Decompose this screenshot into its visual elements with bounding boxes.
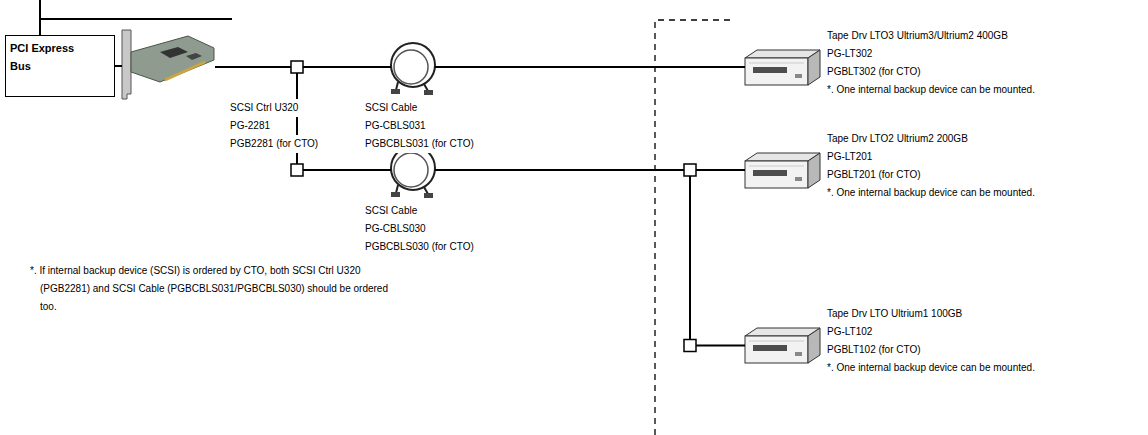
scsi-cable-illustration: [391, 43, 435, 95]
part-number: PGBLT302 (for CTO): [827, 63, 921, 81]
device-label-group: Tape Drv LTO3 Ultrium3/Ultrium2 400GBPG-…: [827, 27, 1035, 99]
part-number: PGBCBLS031 (for CTO): [365, 135, 474, 153]
scsi-controller: SCSI Ctrl U320PG-2281PGB2281 (for CTO): [122, 35, 215, 99]
tape-drive: Tape Drv LTO Ultrium1 100GBPG-LT102PGBLT…: [745, 328, 820, 363]
device-label-group: SCSI CablePG-CBLS030PGBCBLS030 (for CTO): [365, 202, 474, 256]
card-chip: [186, 53, 202, 60]
tape-drive-illustration: [745, 153, 820, 188]
part-number: PGBLT201 (for CTO): [827, 166, 921, 184]
footnote: *. If internal backup device (SCSI) is o…: [30, 262, 402, 316]
part-number: PGBLT102 (for CTO): [827, 341, 921, 359]
card-chip: [160, 47, 188, 58]
device-label-group: SCSI Ctrl U320PG-2281PGB2281 (for CTO): [230, 99, 318, 153]
tape-drive: Tape Drv LTO2 Ultrium2 200GBPG-LT201PGBL…: [745, 153, 820, 188]
part-number: *. One internal backup device can be mou…: [827, 184, 1035, 202]
device-label-group: SCSI CablePG-CBLS031PGBCBLS031 (for CTO): [365, 99, 474, 153]
scsi-cable: SCSI CablePG-CBLS031PGBCBLS031 (for CTO): [391, 42, 435, 92]
scsi-cable: SCSI CablePG-CBLS030PGBCBLS030 (for CTO): [391, 145, 435, 195]
device-name: Tape Drv LTO2 Ultrium2 200GB: [827, 130, 968, 148]
device-name: SCSI Ctrl U320: [230, 99, 298, 117]
part-number: PG-CBLS031: [365, 117, 426, 135]
part-number: *. One internal backup device can be mou…: [827, 359, 1035, 377]
connector-square: [291, 164, 303, 176]
card-board: [131, 36, 214, 82]
part-number: PGB2281 (for CTO): [230, 135, 318, 153]
tape-drive-illustration: [745, 328, 820, 363]
scsi-cable-illustration: [391, 146, 435, 198]
card-bracket: [122, 30, 131, 99]
device-label-group: Tape Drv LTO2 Ultrium2 200GBPG-LT201PGBL…: [827, 130, 1035, 202]
part-number: PG-2281: [230, 117, 270, 135]
part-number: PG-LT302: [827, 45, 872, 63]
boundary-dashed-line: [655, 20, 732, 435]
device-name: SCSI Cable: [365, 202, 417, 220]
scsi-connection: [435, 66, 745, 68]
device-name: Tape Drv LTO Ultrium1 100GB: [827, 305, 962, 323]
tape-drive: Tape Drv LTO3 Ultrium3/Ultrium2 400GBPG-…: [745, 50, 820, 85]
scsi-connection: [435, 170, 745, 346]
bus-box: PCI Express Bus: [5, 35, 115, 97]
device-name: Tape Drv LTO3 Ultrium3/Ultrium2 400GB: [827, 27, 1008, 45]
device-name: SCSI Cable: [365, 99, 417, 117]
part-number: PG-LT201: [827, 148, 872, 166]
device-label-group: Tape Drv LTO Ultrium1 100GBPG-LT102PGBLT…: [827, 305, 1035, 377]
card-contacts: [165, 62, 205, 80]
bus-line: [40, 0, 232, 35]
connector-square: [684, 164, 696, 176]
tape-drive-illustration: [745, 50, 820, 85]
scsi-card-illustration: [122, 30, 214, 99]
box-title: PCI Express Bus: [10, 39, 88, 75]
part-number: PG-LT102: [827, 323, 872, 341]
connector-square: [684, 340, 696, 352]
part-number: *. One internal backup device can be mou…: [827, 81, 1035, 99]
scsi-connection: [115, 65, 122, 67]
connector-square: [291, 61, 303, 73]
part-number: PG-CBLS030: [365, 220, 426, 238]
part-number: PGBCBLS030 (for CTO): [365, 238, 474, 256]
